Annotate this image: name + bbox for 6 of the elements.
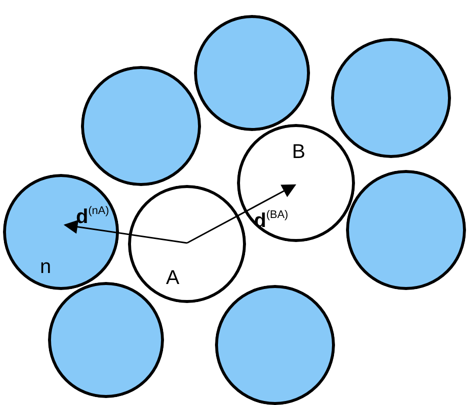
particle-label: n [40, 257, 52, 277]
vector-arrow [186, 184, 296, 244]
vector-arrow [64, 220, 188, 244]
particle-label: A [166, 268, 180, 288]
edge-label: d$^{(nA)}$ [76, 204, 109, 228]
particle-label: B [292, 142, 306, 162]
